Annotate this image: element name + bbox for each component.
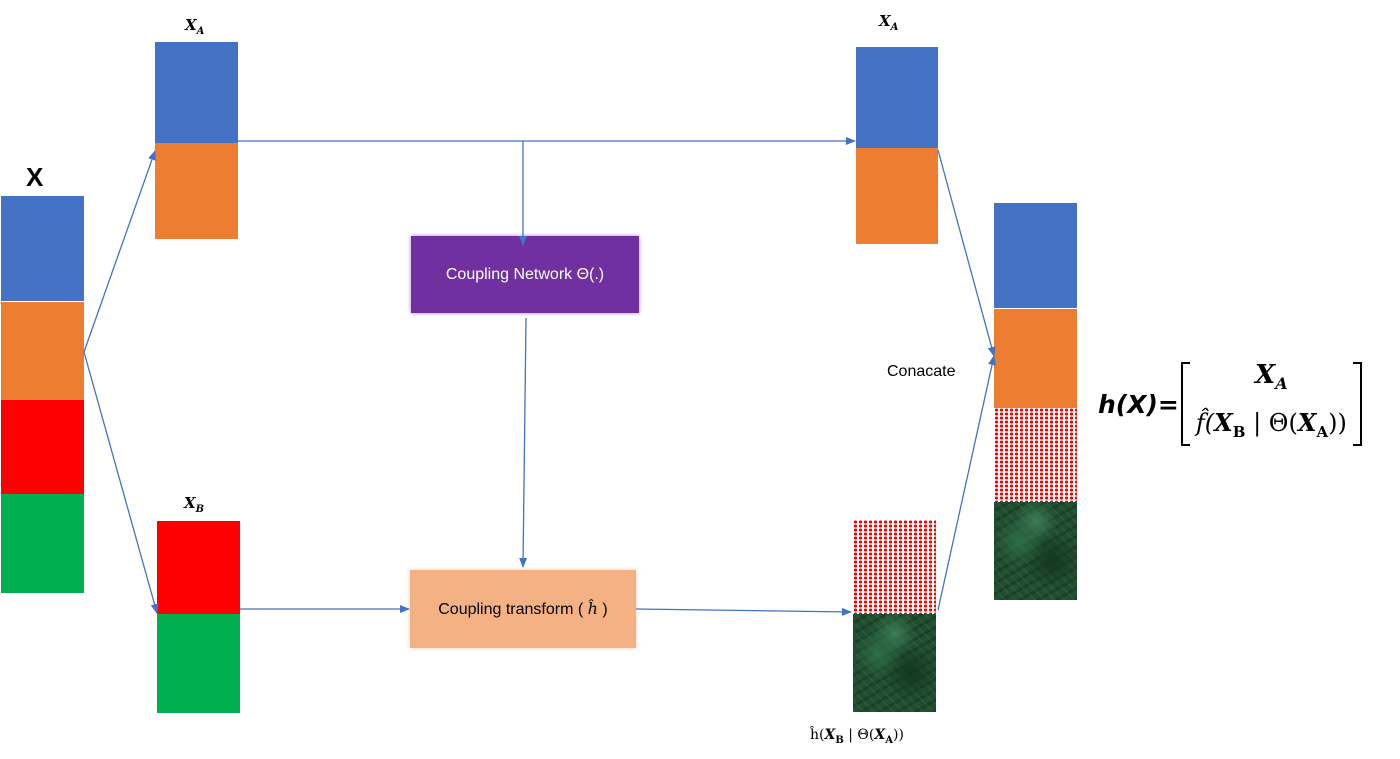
xa-right-label: XA [879,12,899,33]
concatenate-label: Conacate [887,363,956,380]
formula-lhs: h(X)= [1098,389,1179,419]
final-block-green-texture [994,502,1077,600]
x-block-orange [1,302,84,400]
x-block-blue [1,196,84,301]
x-block-green [1,494,84,593]
coupling-network-label: Coupling Network Θ(.) [445,265,605,283]
formula-row-1: XA [1255,360,1288,394]
transformed-block-green-texture [853,614,936,712]
transformed-block-red-pattern [853,520,936,614]
x-main-label: X [26,162,44,192]
final-block-red-pattern [994,408,1077,502]
xb-left-block-red [157,521,240,614]
coupling-transform-box: Coupling transform ( ĥ ) [410,570,636,648]
x-block-red [1,400,84,494]
formula: h(X)= XA f̂(XB | Θ(XA)) [1098,360,1362,446]
xb-left-block-green [157,614,240,713]
xa-right-block-orange [856,148,938,244]
arrow-network-to-transform [519,317,528,568]
formula-left-bracket [1180,362,1190,446]
formula-row-2: f̂(XB | Θ(XA)) [1195,408,1347,441]
final-block-orange [994,309,1077,408]
xb-left-label: XB [184,494,205,515]
formula-matrix: XA f̂(XB | Θ(XA)) [1190,356,1353,452]
arrow-x-to-xb [83,351,159,614]
coupling-transform-label: Coupling transform ( ĥ ) [438,599,608,618]
transformed-result-label: ĥ(XB | Θ(XA)) [810,727,904,746]
xa-left-block-orange [155,143,238,239]
final-block-blue [994,203,1077,308]
xa-right-block-blue [856,47,938,148]
xa-left-label: XA [185,16,205,37]
arrow-xa-right-to-final [937,149,996,357]
arrow-transform-to-result [635,607,852,616]
xa-left-block-blue [155,42,238,143]
arrow-result-to-final [937,355,996,611]
formula-right-bracket [1352,362,1362,446]
arrow-x-to-xa [83,150,156,353]
coupling-network-box: Coupling Network Θ(.) [411,236,639,313]
